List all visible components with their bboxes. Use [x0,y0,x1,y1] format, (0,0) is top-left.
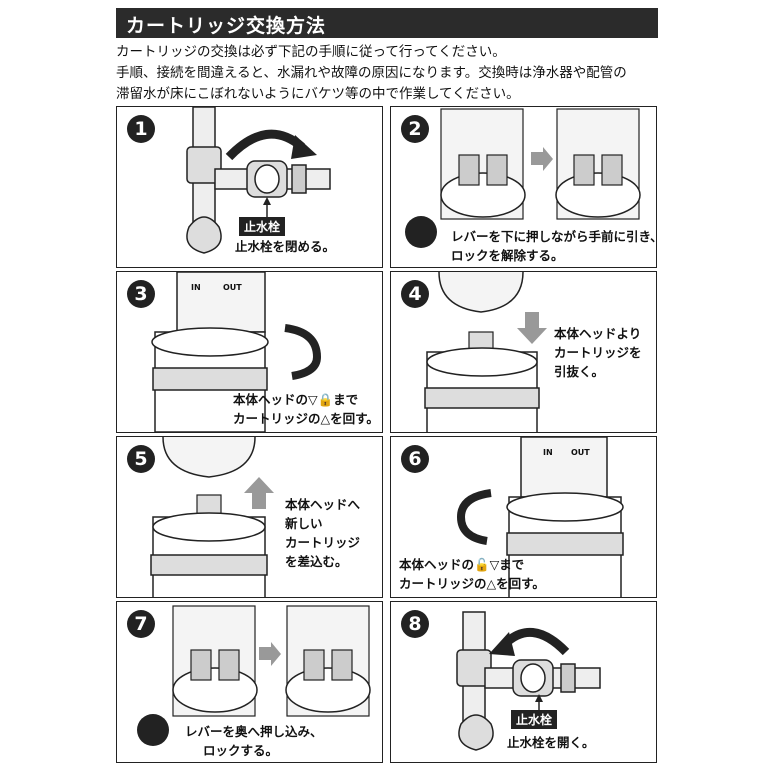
in-label: IN [543,448,553,457]
faucet-valve-icon [186,107,331,254]
step-number: 4 [401,280,429,308]
step-caption: レバーを下に押しながら手前に引き、 [451,229,657,244]
hand-icon [405,216,437,248]
page-title: カートリッジ交換方法 [126,15,327,37]
step-8-panel: 8 止水栓 止水栓を開く。 [390,601,657,763]
step-caption: カートリッジを [554,345,642,360]
out-label: OUT [571,448,590,457]
faucet-valve-icon [456,611,601,751]
cartridge-icon [151,272,322,432]
step-number: 8 [401,610,429,638]
step-number: 6 [401,445,429,473]
cartridge-icon [424,272,547,432]
step-4-panel: 4 本体ヘッドより カートリッジを 引抜く。 [390,271,657,433]
step-caption: 引抜く。 [554,364,605,379]
step-caption: カートリッジの△を回す。 [399,576,545,591]
out-label: OUT [223,283,242,292]
step-caption: レバーを奥へ押し込み、 [185,724,323,739]
step-caption: ロックする。 [203,743,279,758]
step-3-panel: 3 IN OUT 本体ヘッドの▽🔒まで カートリッジの△を回す。 [116,271,383,433]
step-6-panel: 6 IN OUT 本体ヘッドの🔓▽まで カートリッジの△を回す。 [390,436,657,598]
step-caption: 本体ヘッドより [554,326,642,341]
step-number: 1 [127,115,155,143]
step-7-panel: 7 レバーを奥へ押し込み、 ロックする。 [116,601,383,763]
intro-text: カートリッジの交換は必ず下記の手順に従って行ってください。 手順、接続を間違える… [116,42,676,105]
in-label: IN [191,283,201,292]
stop-valve-tag: 止水栓 [239,217,286,236]
step-caption: カートリッジ [285,535,361,550]
step-caption: ロックを解除する。 [451,248,564,263]
step-number: 5 [127,445,155,473]
cartridge-head-icon [405,108,641,248]
step-caption: 本体ヘッドの▽🔒まで [233,392,359,407]
step-caption: カートリッジの△を回す。 [233,411,379,426]
cartridge-head-icon [137,605,371,746]
intro-line: カートリッジの交換は必ず下記の手順に従って行ってください。 [116,44,506,60]
intro-line: 滞留水が床にこぼれないようにバケツ等の中で作業してください。 [116,86,520,102]
step-caption: 新しい [285,516,323,531]
title-bar: カートリッジ交換方法 [116,8,658,38]
step-number: 7 [127,610,155,638]
intro-line: 手順、接続を間違えると、水漏れや故障の原因になります。交換時は浄水器や配管の [116,65,627,81]
cartridge-icon [150,437,274,597]
step-number: 3 [127,280,155,308]
step-caption: 止水栓を開く。 [507,735,595,750]
stop-valve-tag: 止水栓 [511,710,558,729]
cartridge-icon [456,437,624,597]
step-caption: 本体ヘッドへ [285,497,361,512]
step-number: 2 [401,115,429,143]
step-2-panel: 2 レバーを下に押しながら手前に引き、 ロックを解除する。 [390,106,657,268]
step-1-panel: 1 止水栓 止水栓を閉める。 [116,106,383,268]
step-caption: 本体ヘッドの🔓▽まで [399,557,525,572]
step-caption: 止水栓を閉める。 [235,239,336,254]
step-5-panel: 5 本体ヘッドへ 新しい カートリッジ を差込む。 [116,436,383,598]
step-caption: を差込む。 [285,554,348,569]
hand-icon [137,714,169,746]
